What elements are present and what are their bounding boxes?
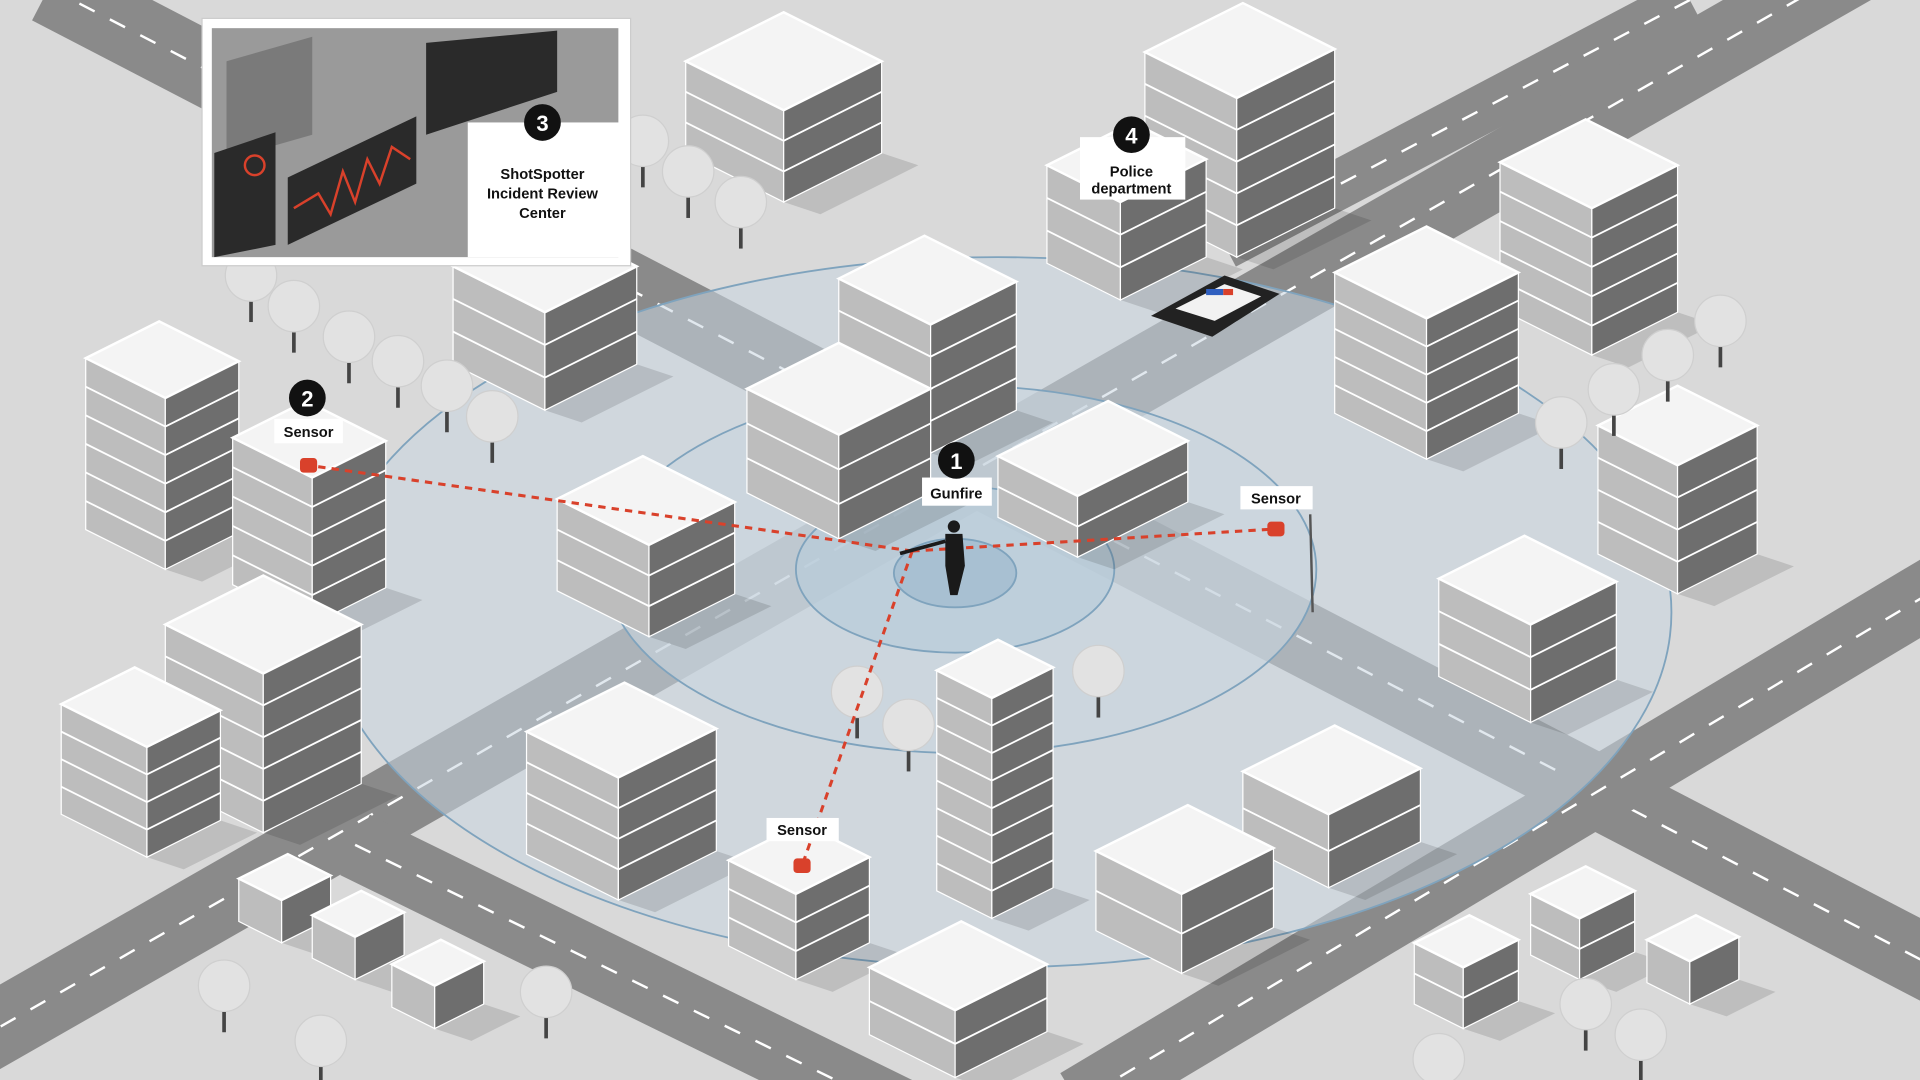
sensor-right-label: Sensor xyxy=(1251,491,1301,507)
inset-label-panel xyxy=(467,122,627,258)
building xyxy=(1331,225,1556,472)
building xyxy=(866,920,1084,1080)
signal-lines xyxy=(308,463,1277,867)
signal-line-sensor-2 xyxy=(308,463,913,553)
badge-1-number: 1 xyxy=(950,449,962,474)
building xyxy=(554,454,772,649)
tree xyxy=(882,698,935,772)
tree xyxy=(322,310,376,384)
shooter-figure xyxy=(899,520,965,596)
review-center-label-2: Incident Review xyxy=(487,186,599,202)
building xyxy=(1595,384,1794,607)
building xyxy=(995,399,1225,570)
signal-line-sensor-bottom xyxy=(800,550,914,867)
data-screen xyxy=(226,36,313,160)
tree xyxy=(1614,1008,1668,1080)
tree xyxy=(1534,396,1588,469)
building xyxy=(1240,724,1458,900)
sensor-2-label: Sensor xyxy=(284,425,334,441)
tree xyxy=(465,390,519,463)
tree xyxy=(1587,363,1641,436)
building xyxy=(1644,913,1776,1017)
police-marker: 4 Police department xyxy=(1080,116,1186,200)
tree xyxy=(714,175,768,249)
tree xyxy=(371,334,425,408)
building xyxy=(1411,913,1556,1041)
sensor-right xyxy=(1267,514,1314,613)
badge-3 xyxy=(524,104,561,141)
building xyxy=(744,341,968,552)
police-label-1: Police xyxy=(1110,164,1153,180)
tree xyxy=(661,145,715,218)
signal-line-sensor-right xyxy=(912,527,1277,553)
building xyxy=(162,574,398,845)
tree xyxy=(420,359,474,433)
waveform-screen xyxy=(287,116,417,245)
police-car xyxy=(1151,275,1280,337)
building xyxy=(682,10,919,215)
building xyxy=(1093,803,1311,986)
tree xyxy=(519,965,573,1039)
review-center-label-3: Center xyxy=(519,206,566,222)
clock-icon xyxy=(243,154,266,177)
sensor-2-marker: 2 Sensor xyxy=(274,379,343,444)
badge-2-number: 2 xyxy=(301,387,313,412)
review-center-inset: 3 ShotSpotter Incident Review Center xyxy=(201,17,632,267)
building xyxy=(389,938,521,1041)
tree xyxy=(1694,294,1747,368)
building xyxy=(523,681,754,913)
tree xyxy=(197,959,251,1033)
tree xyxy=(1641,328,1695,402)
tree xyxy=(1412,1032,1466,1080)
tree xyxy=(267,279,321,353)
tree xyxy=(1559,977,1613,1051)
tree xyxy=(294,1014,348,1080)
building xyxy=(58,665,258,870)
tree xyxy=(1072,644,1125,718)
road-bottom-left-markings xyxy=(354,843,839,1080)
sensor-bottom-label: Sensor xyxy=(777,823,827,839)
police-label-2: department xyxy=(1091,181,1171,197)
sensor-right-marker: Sensor xyxy=(1240,486,1313,510)
sensor-bottom-marker: Sensor xyxy=(766,817,839,842)
badge-4-number: 4 xyxy=(1125,123,1138,148)
building xyxy=(1436,534,1654,735)
gunfire-marker: 1 Gunfire xyxy=(922,442,992,506)
building xyxy=(1497,118,1715,368)
building xyxy=(933,638,1090,931)
buildings xyxy=(58,1,1794,1080)
sensor-bottom xyxy=(793,858,811,874)
sensor-2 xyxy=(300,457,318,473)
review-center-label-1: ShotSpotter xyxy=(500,167,584,183)
badge-3-number: 3 xyxy=(536,111,548,136)
gunfire-label: Gunfire xyxy=(930,486,982,502)
